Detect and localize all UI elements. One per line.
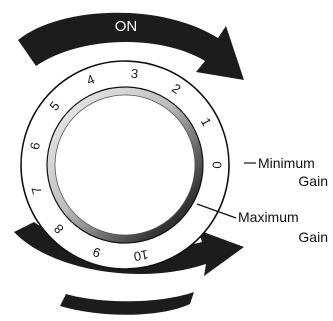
maximum-gain-label-line1: Maximum (238, 209, 299, 225)
dial-number-9: 9 (91, 244, 103, 261)
dial-number-7: 7 (28, 185, 44, 196)
dial-knob (54, 94, 196, 236)
off-arrow-tail (60, 292, 194, 315)
off-arrow (14, 222, 244, 276)
minimum-gain-label-line2: Gain (298, 173, 328, 189)
on-label: ON (115, 18, 138, 35)
dial-number-10: 10 (133, 247, 150, 264)
dial-number-0: 0 (210, 161, 225, 168)
dial-number-3: 3 (130, 66, 139, 82)
maximum-gain-label-line2: Gain (298, 229, 328, 245)
maximum-gain-leader (196, 203, 237, 219)
minimum-gain-label-line1: Minimum (258, 155, 315, 171)
on-arrow (18, 12, 244, 81)
dial-number-6: 6 (27, 141, 43, 151)
